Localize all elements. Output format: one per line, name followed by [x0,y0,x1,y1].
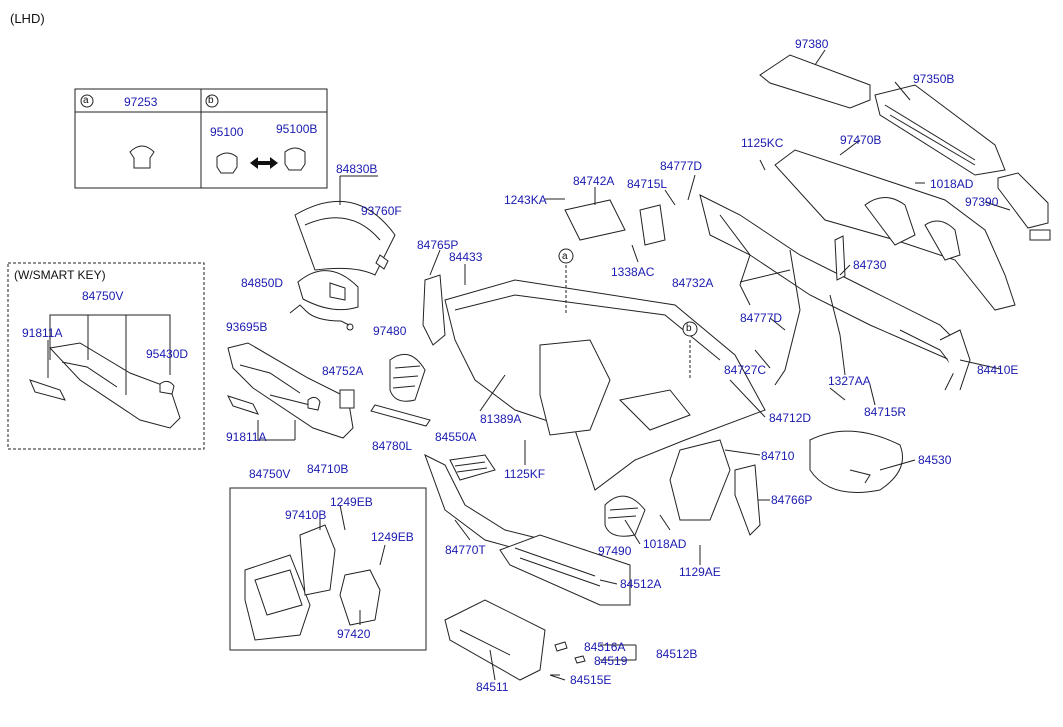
callout-84530[interactable]: 84530 [918,453,952,467]
callout-84777D-mid[interactable]: 84777D [740,311,783,325]
callout-97410B[interactable]: 97410B [285,508,327,522]
callout-1129AE[interactable]: 1129AE [679,565,721,579]
callout-1018AD-low[interactable]: 1018AD [643,537,687,551]
callout-97490[interactable]: 97490 [598,544,632,558]
callout-1249EB-low[interactable]: 1249EB [371,530,414,544]
callout-84780L[interactable]: 84780L [372,439,413,453]
callout-84712D[interactable]: 84712D [769,411,812,425]
callout-93760F[interactable]: 93760F [361,204,402,218]
legend-part-a[interactable]: 97253 [124,95,158,109]
callout-84715R[interactable]: 84715R [864,405,907,419]
callout-84727C[interactable]: 84727C [724,363,767,377]
callout-97380[interactable]: 97380 [795,37,829,51]
smart-key-title: (W/SMART KEY) [14,268,106,282]
callout-95430D[interactable]: 95430D [146,347,189,361]
legend-marker-b: b [208,95,214,106]
callout-84750V-smart[interactable]: 84750V [82,289,124,303]
callout-84732A[interactable]: 84732A [672,276,714,290]
callout-1243KA[interactable]: 1243KA [504,193,547,207]
callout-84516A[interactable]: 84516A [584,640,626,654]
smart-key-box [7,262,205,450]
callout-84519[interactable]: 84519 [594,654,628,668]
callout-84710B[interactable]: 84710B [307,462,349,476]
legend-part-b-left[interactable]: 95100 [210,125,244,139]
callout-84765P[interactable]: 84765P [417,238,459,252]
callout-91811A-smart[interactable]: 91811A [22,326,63,340]
callout-1338AC[interactable]: 1338AC [611,265,655,279]
legend-marker-a: a [83,95,89,106]
callout-84515E[interactable]: 84515E [570,673,612,687]
marker-b: b [686,323,692,334]
callout-84710[interactable]: 84710 [761,449,795,463]
marker-a: a [562,251,568,262]
callout-84433[interactable]: 84433 [449,250,483,264]
callout-81389A[interactable]: 81389A [480,412,522,426]
callout-1125KF[interactable]: 1125KF [504,467,546,481]
callout-93695B[interactable]: 93695B [226,320,268,334]
callout-84550A[interactable]: 84550A [435,430,477,444]
callout-97420[interactable]: 97420 [337,627,371,641]
callout-97470B[interactable]: 97470B [840,133,882,147]
callout-84750V[interactable]: 84750V [249,467,291,481]
callout-84850D[interactable]: 84850D [241,276,284,290]
callout-1327AA[interactable]: 1327AA [828,374,871,388]
variant-label: (LHD) [10,11,45,26]
callout-97350B[interactable]: 97350B [913,72,955,86]
callout-97480[interactable]: 97480 [373,324,407,338]
legend-part-b-right[interactable]: 95100B [276,122,318,136]
callout-84752A[interactable]: 84752A [322,364,364,378]
callout-91811A[interactable]: 91811A [226,430,267,444]
callout-84777D-top[interactable]: 84777D [660,159,703,173]
callout-84766P[interactable]: 84766P [771,493,813,507]
callout-1018AD-top[interactable]: 1018AD [930,177,974,191]
callout-84512B[interactable]: 84512B [656,647,698,661]
callout-84770T[interactable]: 84770T [445,543,486,557]
callout-84730[interactable]: 84730 [853,258,887,272]
callout-84715L[interactable]: 84715L [627,177,668,191]
callout-1125KC[interactable]: 1125KC [741,136,784,150]
callout-84830B[interactable]: 84830B [336,162,378,176]
callout-1249EB-top[interactable]: 1249EB [330,495,373,509]
audio-panel-box [229,487,427,651]
callout-84742A[interactable]: 84742A [573,174,615,188]
callout-97390[interactable]: 97390 [965,195,999,209]
callout-84511[interactable]: 84511 [476,680,509,694]
callout-84410E[interactable]: 84410E [977,363,1019,377]
callout-84512A[interactable]: 84512A [620,577,662,591]
